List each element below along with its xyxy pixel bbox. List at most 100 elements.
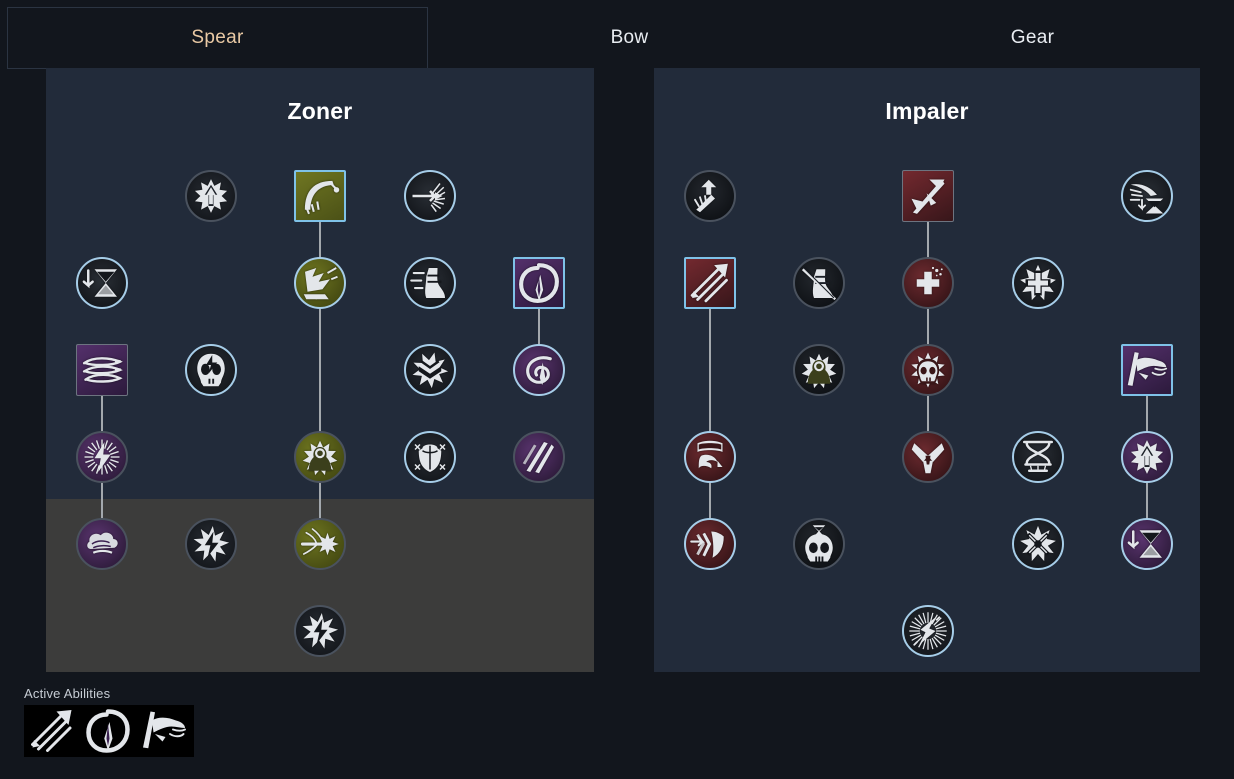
sunburst-up-arrow-icon <box>191 176 231 216</box>
skill-link <box>319 196 321 283</box>
skill-node-chest-armor[interactable] <box>404 431 456 483</box>
skill-node-health-cross[interactable] <box>902 257 954 309</box>
cross-starburst-icon <box>1018 263 1058 303</box>
triple-arrow-icon <box>688 261 732 305</box>
skill-node-bow-shot[interactable] <box>902 170 954 222</box>
skill-node-sunburst-figure[interactable] <box>793 344 845 396</box>
skill-link <box>709 457 711 544</box>
chest-armor-icon <box>410 437 450 477</box>
active-abilities-label: Active Abilities <box>24 686 111 701</box>
spear-throw-icon <box>140 707 188 755</box>
arrow-hourglass-icon <box>1127 176 1167 216</box>
arrow-shield-icon <box>690 524 730 564</box>
spear-whirl-icon <box>517 261 561 305</box>
skill-node-ground-slam[interactable] <box>294 257 346 309</box>
tab-spear-label: Spear <box>191 27 244 48</box>
spiral-spear-icon <box>519 350 559 390</box>
tab-gear-label: Gear <box>1010 27 1055 48</box>
bow-shot-icon <box>906 174 950 218</box>
skill-node-cross-starburst[interactable] <box>1012 257 1064 309</box>
tab-gear[interactable]: Gear <box>831 7 1234 69</box>
skill-link <box>709 283 711 457</box>
cloud-swirl-icon <box>82 524 122 564</box>
arrow-rain-icon <box>690 176 730 216</box>
skill-node-triple-arrow[interactable] <box>684 257 736 309</box>
skill-tree-panel-zoner: Zoner <box>46 68 594 672</box>
panel-title-impaler: Impaler <box>885 98 969 124</box>
skill-link <box>927 370 929 457</box>
skill-node-hourglass-down[interactable] <box>76 257 128 309</box>
comet-strike-icon <box>300 524 340 564</box>
sunburst-figure-icon <box>300 437 340 477</box>
skill-link <box>538 283 540 370</box>
triple-arrow-icon <box>28 707 76 755</box>
active-ability-slot[interactable] <box>80 705 136 757</box>
skill-node-scythe-swing[interactable] <box>294 170 346 222</box>
skill-tree-panel-impaler: Impaler <box>654 68 1200 672</box>
lightning-burst-icon <box>82 437 122 477</box>
starburst-pierce-icon <box>1018 524 1058 564</box>
skill-node-skull-hourglass[interactable] <box>793 518 845 570</box>
skill-node-dna-helix[interactable] <box>1012 431 1064 483</box>
skill-node-swift-boot[interactable] <box>404 257 456 309</box>
skull-hourglass-icon <box>799 524 839 564</box>
hourglass-down-icon <box>82 263 122 303</box>
skill-node-starburst-bolt[interactable] <box>294 605 346 657</box>
skill-node-starburst-pierce[interactable] <box>1012 518 1064 570</box>
skill-node-sunburst-up-arrow[interactable] <box>185 170 237 222</box>
crossed-blades-icon <box>908 437 948 477</box>
skill-node-skull-bolt[interactable] <box>185 344 237 396</box>
active-abilities-strip <box>24 705 194 757</box>
panel-title-zoner: Zoner <box>287 98 353 124</box>
burst-chevron-icon <box>410 350 450 390</box>
skill-node-spear-throw[interactable] <box>1121 344 1173 396</box>
skill-node-burst-chevron[interactable] <box>404 344 456 396</box>
skill-node-slash-streaks[interactable] <box>513 431 565 483</box>
skill-node-spear-flurry[interactable] <box>76 344 128 396</box>
piercing-shot-icon <box>410 176 450 216</box>
skill-link <box>101 370 103 457</box>
scythe-swing-icon <box>298 174 342 218</box>
skill-node-sunburst-up-arrow[interactable] <box>1121 431 1173 483</box>
spear-throw-icon <box>1125 348 1169 392</box>
skull-sunburst-icon <box>908 350 948 390</box>
active-ability-slot[interactable] <box>136 705 192 757</box>
skill-node-spiral-spear[interactable] <box>513 344 565 396</box>
sunburst-up-arrow-icon <box>1127 437 1167 477</box>
radiant-bolt-icon <box>908 611 948 651</box>
skill-node-lightning-burst[interactable] <box>76 431 128 483</box>
skill-link <box>1146 457 1148 544</box>
ground-slam-icon <box>300 263 340 303</box>
health-cross-icon <box>908 263 948 303</box>
skill-node-cloud-swirl[interactable] <box>76 518 128 570</box>
skill-link <box>1146 370 1148 457</box>
starburst-bolt-icon <box>300 611 340 651</box>
skill-node-crossed-blades[interactable] <box>902 431 954 483</box>
slowed-boot-icon <box>799 263 839 303</box>
skill-node-skull-sunburst[interactable] <box>902 344 954 396</box>
tab-spear[interactable]: Spear <box>7 7 428 69</box>
spear-flurry-icon <box>80 348 124 392</box>
skill-node-comet-strike[interactable] <box>294 518 346 570</box>
skill-link <box>927 196 929 283</box>
skill-node-sunburst-figure[interactable] <box>294 431 346 483</box>
skill-link <box>927 283 929 370</box>
skill-node-radiant-bolt[interactable] <box>902 605 954 657</box>
skill-node-arrow-rain[interactable] <box>684 170 736 222</box>
skill-node-hourglass-down[interactable] <box>1121 518 1173 570</box>
skill-link <box>319 283 321 457</box>
skill-node-spear-whirl[interactable] <box>513 257 565 309</box>
dna-helix-icon <box>1018 437 1058 477</box>
tab-bow[interactable]: Bow <box>428 7 831 69</box>
active-abilities-section: Active Abilities <box>24 686 194 757</box>
sunburst-figure-icon <box>799 350 839 390</box>
skill-link <box>319 457 321 544</box>
weapon-tab-bar: Spear Bow Gear <box>0 0 1234 76</box>
skill-node-slowed-boot[interactable] <box>793 257 845 309</box>
skill-node-arrow-hourglass[interactable] <box>1121 170 1173 222</box>
skill-node-piercing-shot[interactable] <box>404 170 456 222</box>
active-ability-slot[interactable] <box>24 705 80 757</box>
skill-node-blazing-arrow[interactable] <box>684 431 736 483</box>
skill-node-arrow-shield[interactable] <box>684 518 736 570</box>
skill-node-starburst-bolt[interactable] <box>185 518 237 570</box>
